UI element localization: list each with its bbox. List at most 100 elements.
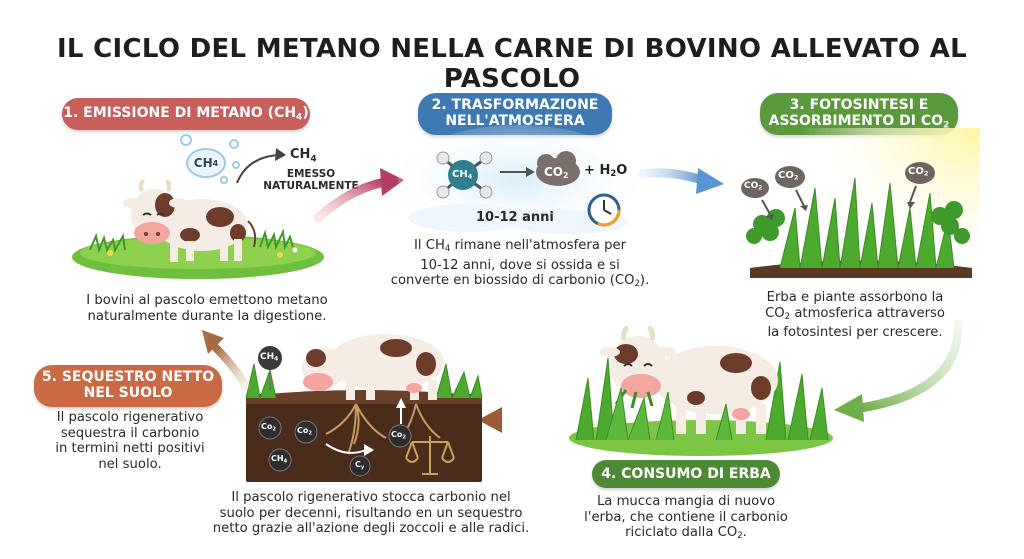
step-1-description: I bovini al pascolo emettono metano natu… bbox=[86, 293, 328, 324]
emitted-formula: CH4 bbox=[290, 147, 317, 165]
soil-c-sub: y bbox=[360, 464, 365, 471]
step-4-illustration bbox=[569, 325, 833, 456]
step-3-desc-line-2b: atmosferica attraverso bbox=[790, 305, 945, 321]
step-2-description: Il CH4 rimane nell'atmosfera per 10-12 a… bbox=[384, 238, 656, 293]
step-4-description: La mucca mangia di nuovo l'erba, che con… bbox=[580, 494, 792, 545]
soil-co2-b-sub: 2 bbox=[308, 430, 312, 437]
co2-b-sub: 2 bbox=[793, 173, 799, 182]
step-5-label-line-2: NEL SUOLO bbox=[83, 385, 173, 402]
step-2-desc-line-3b: ). bbox=[639, 273, 650, 289]
step-3-illustration bbox=[741, 128, 980, 278]
methane-molecule-text: CH bbox=[452, 169, 468, 180]
step-2-label-line-1: 2. TRASFORMAZIONE bbox=[431, 97, 599, 113]
co2-b-label: CO2 bbox=[778, 170, 798, 182]
step-3-label-sub: 2 bbox=[943, 120, 950, 131]
step-4-desc-line-1: La mucca mangia di nuovo bbox=[596, 494, 776, 509]
methane-molecule-sub: 4 bbox=[467, 172, 473, 181]
water-sub: 2 bbox=[610, 168, 617, 179]
bottom-desc-line-2: suolo per decenni, risultando en un sequ… bbox=[219, 505, 523, 521]
soil-co2-b-label: Co2 bbox=[297, 426, 312, 436]
ch4-bubble-text: CH bbox=[193, 156, 213, 170]
step-3-label-line-1: 3. FOTOSINTESI E bbox=[789, 97, 929, 113]
plus-sign: + bbox=[584, 163, 595, 178]
step-5-description: Il pascolo rigenerativo sequestra il car… bbox=[40, 410, 220, 472]
water-text: H bbox=[599, 163, 611, 178]
co2-a-label: CO2 bbox=[744, 181, 762, 191]
page-title: IL CICLO DEL METANO NELLA CARNE DI BOVIN… bbox=[56, 34, 968, 94]
soil-co2-c-label: Co2 bbox=[391, 430, 406, 440]
emission-arrow bbox=[236, 148, 286, 184]
step-2-desc-1: Il CH bbox=[413, 238, 445, 253]
soil-co2-a-text: Co bbox=[261, 422, 273, 431]
step-3-desc-line-3: la fotosintesi per crescere. bbox=[767, 325, 943, 341]
arrow-1-to-2 bbox=[313, 168, 404, 223]
step-2-label: 2. TRASFORMAZIONE NELL'ATMOSFERA bbox=[418, 93, 612, 135]
co2-b-text: CO bbox=[778, 170, 794, 181]
soil-ch4-b-sub: 4 bbox=[283, 458, 288, 465]
step-3-desc-line-2a: CO bbox=[765, 305, 785, 321]
arrow-5-to-1 bbox=[202, 330, 250, 390]
arrow-3-to-4 bbox=[834, 319, 963, 422]
soil-ch4-b-text: CH bbox=[271, 454, 284, 463]
co2-cloud-sub: 2 bbox=[563, 170, 569, 180]
step-1-label: 1. EMISSIONE DI METANO (CH4) bbox=[62, 98, 310, 130]
soil-c-text: C bbox=[355, 460, 361, 469]
step-5-desc-line-2: sequestra il carbonio bbox=[60, 425, 200, 441]
step-4-desc-line-3a: riciclato dalla CO bbox=[625, 525, 738, 540]
soil-co2-c-sub: 2 bbox=[402, 434, 406, 441]
step-5-label: 5. SEQUESTRO NETTO NEL SUOLO bbox=[34, 365, 222, 407]
step-4-desc-sub: 2 bbox=[737, 531, 743, 542]
step-2-label-line-2: NELL'ATMOSFERA bbox=[445, 113, 585, 130]
step-2-desc-sub-2: 2 bbox=[634, 279, 640, 290]
step-3-desc-sub: 2 bbox=[784, 311, 791, 322]
soil-ch4-label: CH4 bbox=[260, 352, 278, 362]
bottom-description: Il pascolo rigenerativo stocca carbonio … bbox=[206, 490, 536, 537]
soil-ch4-b-label: CH4 bbox=[271, 454, 287, 464]
emitted-formula-sub: 4 bbox=[310, 154, 317, 165]
step-5-label-line-1: 5. SEQUESTRO NETTO bbox=[41, 369, 215, 385]
arrow-4-to-5 bbox=[478, 407, 557, 433]
co2-a-sub: 2 bbox=[758, 185, 763, 192]
step-1-label-tail: ) bbox=[302, 105, 309, 121]
step-5-desc-line-3: in termini netti positivi bbox=[55, 441, 205, 456]
duration-label: 10-12 anni bbox=[476, 210, 554, 225]
step-2-illustration bbox=[398, 125, 638, 235]
step-2-desc-line-3a: converte en biossido di carbonio (CO bbox=[390, 273, 635, 289]
step-1-label-sub: 4 bbox=[296, 112, 303, 123]
water-label: + H2O bbox=[584, 163, 627, 178]
step-1-illustration bbox=[72, 179, 324, 279]
step-3-desc-line-1: Erba e piante assorbono la bbox=[766, 290, 944, 305]
co2-c-sub: 2 bbox=[923, 169, 929, 178]
emitted-caption: EMESSO NATURALMENTE bbox=[256, 168, 366, 192]
soil-co2-c-text: Co bbox=[391, 430, 403, 439]
co2-cloud-label: CO2 bbox=[544, 165, 568, 180]
step-5-illustration bbox=[245, 334, 483, 482]
step-5-desc-line-4: nel suolo. bbox=[98, 456, 162, 472]
step-1-label-text: 1. EMISSIONE DI METANO (CH bbox=[63, 105, 297, 121]
soil-co2-a-sub: 2 bbox=[272, 426, 276, 433]
soil-co2-a-label: Co2 bbox=[261, 422, 276, 432]
emitted-line-2: NATURALMENTE bbox=[263, 180, 359, 192]
step-4-label: 4. CONSUMO DI ERBA bbox=[592, 460, 780, 488]
soil-ch4-sub: 4 bbox=[274, 356, 279, 363]
methane-molecule-label: CH4 bbox=[452, 169, 472, 181]
emitted-line-1: EMESSO bbox=[286, 168, 336, 180]
co2-a-text: CO bbox=[744, 181, 759, 191]
step-3-label-line-2: ASSORBIMENTO DI CO bbox=[768, 113, 944, 130]
water-tail: O bbox=[616, 163, 628, 178]
step-2-desc-line-2: 10-12 anni, dove si ossida e si bbox=[420, 257, 620, 273]
step-4-label-text: 4. CONSUMO DI ERBA bbox=[601, 466, 771, 482]
soil-c-label: Cy bbox=[355, 460, 364, 470]
soil-co2-b-text: Co bbox=[297, 426, 309, 435]
step-4-desc-line-3b: . bbox=[742, 525, 747, 540]
co2-c-label: CO2 bbox=[908, 166, 928, 178]
co2-c-text: CO bbox=[908, 166, 924, 177]
ch4-bubble-sub: 4 bbox=[212, 158, 219, 168]
soil-ch4-text: CH bbox=[260, 352, 275, 362]
arrow-2-to-3 bbox=[637, 168, 724, 194]
emitted-formula-text: CH bbox=[290, 147, 311, 162]
small-bubbles bbox=[180, 134, 240, 184]
step-5-desc-line-1: Il pascolo rigenerativo bbox=[56, 410, 204, 425]
bottom-desc-line-1: Il pascolo rigenerativo stocca carbonio … bbox=[231, 490, 511, 505]
